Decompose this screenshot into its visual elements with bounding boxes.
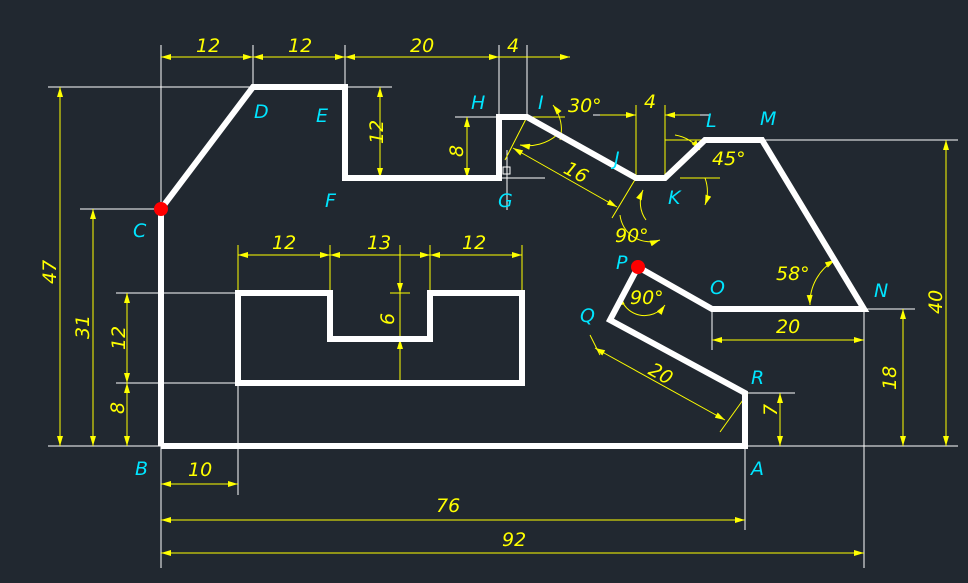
dim-text: 12 bbox=[462, 232, 486, 254]
label-i: I bbox=[538, 92, 544, 114]
dim-text: 76 bbox=[436, 495, 460, 517]
label-r: R bbox=[751, 367, 764, 389]
dim-text: 20 bbox=[410, 35, 434, 57]
label-h: H bbox=[471, 92, 485, 114]
label-l: L bbox=[706, 110, 717, 132]
dim-text: 12 bbox=[272, 232, 296, 254]
dim-text: 40 bbox=[925, 290, 947, 314]
label-j: J bbox=[610, 148, 620, 170]
label-a: A bbox=[749, 458, 764, 480]
dim-text: 47 bbox=[39, 260, 61, 284]
dim-text: 20 bbox=[645, 359, 677, 390]
label-n: N bbox=[874, 280, 888, 302]
dim-text: 4 bbox=[644, 91, 656, 113]
dim-text: 12 bbox=[196, 35, 220, 57]
label-d: D bbox=[254, 101, 269, 123]
label-q: Q bbox=[580, 305, 595, 327]
dim-text: 92 bbox=[502, 529, 526, 551]
dim-text: 31 bbox=[72, 315, 94, 339]
dim-text: 12 bbox=[108, 326, 130, 350]
label-m: M bbox=[760, 108, 776, 130]
dim-text: 18 bbox=[879, 366, 901, 390]
dimension-lines bbox=[57, 54, 949, 556]
part-outline bbox=[158, 84, 870, 449]
dim-text: 90° bbox=[615, 225, 649, 247]
inner-slot-outline bbox=[235, 290, 525, 386]
label-b: B bbox=[135, 458, 148, 480]
label-p: P bbox=[616, 252, 628, 274]
dim-text: 4 bbox=[507, 35, 519, 57]
dim-text: 20 bbox=[776, 316, 800, 338]
selected-vertex-p[interactable] bbox=[631, 260, 645, 274]
dim-text: 12 bbox=[366, 120, 388, 144]
dim-text: 10 bbox=[188, 459, 212, 481]
dim-text: 12 bbox=[288, 35, 312, 57]
label-k: K bbox=[668, 187, 682, 209]
point-labels: D E F C H I G J K L M P O N Q R B A bbox=[133, 92, 888, 480]
dim-text: 30° bbox=[568, 95, 602, 117]
dim-text: 7 bbox=[760, 404, 782, 416]
dim-text: 45° bbox=[712, 148, 746, 170]
selected-vertex-c[interactable] bbox=[154, 202, 168, 216]
dim-text: 8 bbox=[107, 402, 129, 414]
dim-text: 13 bbox=[367, 232, 391, 254]
label-g: G bbox=[498, 190, 513, 212]
label-o: O bbox=[710, 277, 725, 299]
dim-text: 8 bbox=[446, 145, 468, 157]
dim-text: 90° bbox=[630, 287, 664, 309]
dim-text: 6 bbox=[377, 313, 399, 325]
dim-text: 16 bbox=[560, 157, 592, 188]
label-f: F bbox=[325, 190, 337, 212]
dim-text: 58° bbox=[776, 263, 810, 285]
label-e: E bbox=[316, 105, 328, 127]
label-c: C bbox=[133, 220, 147, 242]
